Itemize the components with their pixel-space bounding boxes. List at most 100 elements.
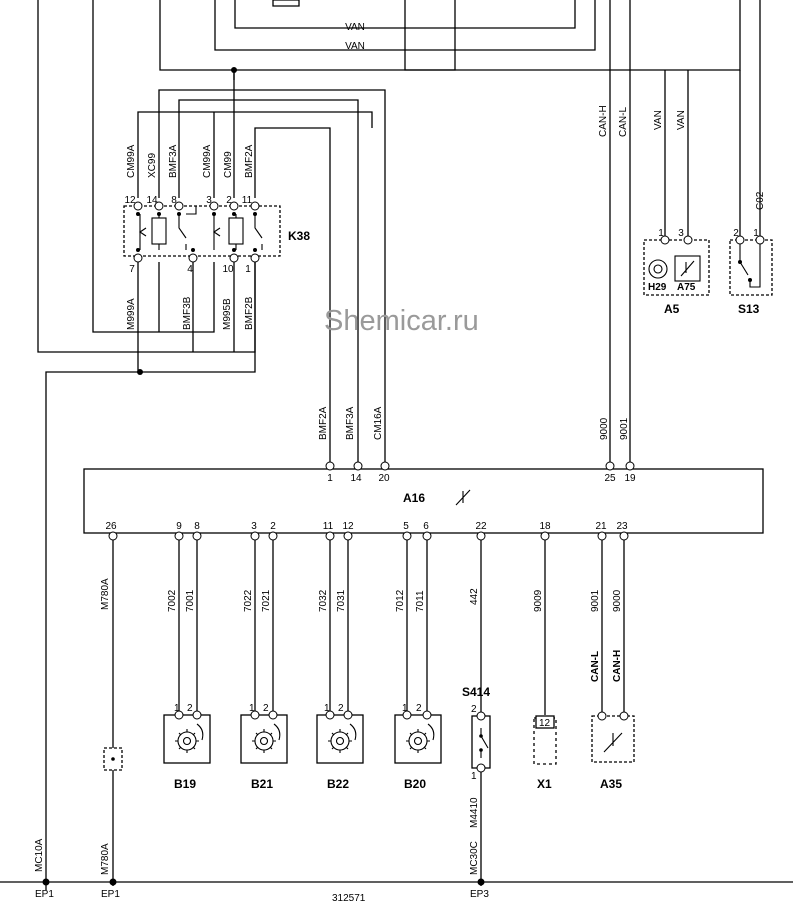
k38-pin-number: 8 xyxy=(171,195,177,206)
can-h-label: CAN-H xyxy=(598,105,609,137)
k38-pin-number: 14 xyxy=(146,195,158,206)
svg-text:1: 1 xyxy=(402,703,408,714)
ground-point-label: EP3 xyxy=(470,889,489,900)
k38-wire-label: CM99A xyxy=(202,144,213,178)
horn-icon xyxy=(648,259,668,279)
wire-label: MC10A xyxy=(34,838,45,872)
alarm-module-icon xyxy=(674,255,701,282)
wire-label: M780A xyxy=(100,578,111,610)
a5-box xyxy=(643,239,710,296)
wire-label: M780A xyxy=(100,843,111,875)
k38-node xyxy=(232,248,236,252)
k38-name: K38 xyxy=(288,229,310,243)
wire-label: 442 xyxy=(469,588,480,605)
can-h-label: CAN-H xyxy=(612,650,623,682)
ground-point-label: EP1 xyxy=(35,889,54,900)
ground-rail xyxy=(0,878,793,886)
a16-name: A16 xyxy=(403,491,425,505)
wire-label: 7031 xyxy=(336,589,347,612)
watermark: Shemicar.ru xyxy=(324,305,479,337)
s13-pin-number: 2 xyxy=(733,228,739,239)
wire-label: M4410 xyxy=(469,797,480,828)
k38-pin-number: 7 xyxy=(129,264,135,275)
motor-b19: 1 2 xyxy=(163,703,211,764)
a16-pin-number: 1 xyxy=(327,473,333,484)
a16-wire-label: CM16A xyxy=(373,406,384,440)
svg-text:2: 2 xyxy=(263,703,269,714)
diagram-id: 312571 xyxy=(332,893,366,904)
k38-pin-number: 2 xyxy=(226,195,232,206)
k38-pin xyxy=(229,201,239,211)
k38-relay xyxy=(123,201,281,263)
k38-wire-label: M995B xyxy=(222,298,233,330)
a16-pin-number: 26 xyxy=(105,521,117,532)
wire-label: 7021 xyxy=(261,589,272,612)
a16-pin-number: 9 xyxy=(176,521,182,532)
a5-name: A5 xyxy=(664,302,680,316)
ecu-icon xyxy=(603,732,623,753)
motor-b22: 1 2 xyxy=(316,703,364,764)
wire-label: 9001 xyxy=(590,589,601,612)
k38-node xyxy=(212,212,216,216)
wire-label: 7001 xyxy=(185,589,196,612)
k38-pin-number: 3 xyxy=(206,195,212,206)
wire-label: 7011 xyxy=(415,590,426,612)
s13-box xyxy=(729,239,773,296)
can-l-label: CAN-L xyxy=(618,107,629,137)
a16-wire-label: 9000 xyxy=(599,417,610,440)
a16-pin-number: 2 xyxy=(270,521,276,532)
k38-pin-number: 11 xyxy=(242,195,253,206)
a16-pin-number: 11 xyxy=(323,521,334,532)
c02-label: C02 xyxy=(755,191,766,210)
wire-label: 9009 xyxy=(533,589,544,612)
a16-pin-number: 14 xyxy=(350,473,362,484)
splice-dot xyxy=(137,369,143,375)
k38-node xyxy=(136,248,140,252)
k38-pin-number: 4 xyxy=(187,264,193,275)
k38-node xyxy=(157,212,161,216)
s13-pin-number: 1 xyxy=(753,228,759,239)
ground-point-label: EP1 xyxy=(101,889,120,900)
b21-name: B21 xyxy=(251,777,273,791)
k38-node xyxy=(191,248,195,252)
k38-wire-label: M999A xyxy=(126,298,137,330)
a35-name: A35 xyxy=(600,777,622,791)
a16-pin-number: 21 xyxy=(595,521,607,532)
wire-label: 9000 xyxy=(612,589,623,612)
k38-wire-label: CM99A xyxy=(126,144,137,178)
k38-pin-number: 1 xyxy=(245,264,251,275)
splice-dot xyxy=(231,67,237,73)
k38-wire-label: BMF3A xyxy=(168,144,179,178)
k38-pin-number: 12 xyxy=(124,195,136,206)
k38-pin xyxy=(250,201,260,211)
switch-s414: 2 1 xyxy=(471,704,491,782)
a5-component: 1 3 H29 A75 xyxy=(643,228,710,296)
module-a35 xyxy=(591,711,635,763)
can-l-label: CAN-L xyxy=(590,651,601,682)
k38-pin xyxy=(133,201,143,211)
k38-pin xyxy=(250,253,260,263)
a16-bottom-pins: 26 9 8 3 2 11 12 5 6 22 18 21 23 xyxy=(105,521,629,541)
svg-text:12: 12 xyxy=(539,718,551,729)
b19-name: B19 xyxy=(174,777,196,791)
b22-name: B22 xyxy=(327,777,349,791)
s414-name: S414 xyxy=(462,685,490,699)
svg-text:1: 1 xyxy=(174,703,180,714)
a16-pin-number: 12 xyxy=(342,521,354,532)
k38-pin xyxy=(229,253,239,263)
svg-text:1: 1 xyxy=(249,703,255,714)
a16-pin-number: 23 xyxy=(616,521,628,532)
k38-wire-label: BMF2B xyxy=(244,296,255,330)
a5-sub-label: H29 xyxy=(648,282,667,293)
a5-pin-number: 1 xyxy=(658,228,664,239)
inline-connector xyxy=(103,747,123,771)
b20-name: B20 xyxy=(404,777,426,791)
lower-wiring xyxy=(112,540,625,886)
x1-name: X1 xyxy=(537,777,552,791)
k38-pin xyxy=(154,201,164,211)
k38-node xyxy=(136,212,140,216)
wire-label: 7002 xyxy=(167,589,178,612)
k38-node xyxy=(177,212,181,216)
svg-text:1: 1 xyxy=(324,703,330,714)
van-label: VAN xyxy=(345,22,365,33)
